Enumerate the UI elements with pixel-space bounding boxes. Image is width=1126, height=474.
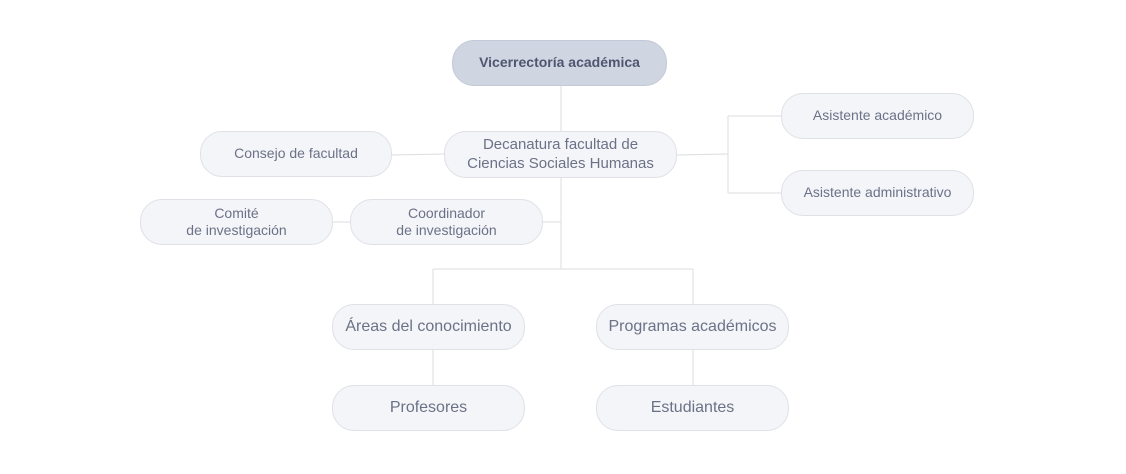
node-vicerrectoria-label: Vicerrectoría académica [479, 54, 640, 71]
node-asistente-academico-label: Asistente académico [812, 107, 943, 124]
node-estudiantes: Estudiantes [596, 385, 789, 431]
node-vicerrectoria-academica: Vicerrectoría académica [452, 40, 667, 86]
node-asistente-administrativo: Asistente administrativo [781, 170, 974, 216]
node-estudiantes-label: Estudiantes [650, 399, 735, 416]
node-comite-label-line2: de investigación [186, 222, 287, 238]
node-asistente-academico: Asistente académico [781, 93, 974, 139]
node-consejo-de-facultad: Consejo de facultad [200, 131, 392, 177]
node-coordinador-label-line1: Coordinador [407, 204, 486, 221]
node-profesores-label: Profesores [389, 399, 468, 416]
connector-decanatura-assistants [675, 153, 729, 156]
node-profesores: Profesores [332, 385, 525, 431]
node-programas-label: Programas académicos [608, 318, 777, 335]
node-comite-de-investigacion: Comité de investigación [140, 199, 333, 245]
node-decanatura-label-line2: Ciencias Sociales Humanas [467, 154, 654, 172]
node-decanatura-label-line1: Decanatura facultad de [482, 135, 639, 153]
node-decanatura: Decanatura facultad de Ciencias Sociales… [444, 131, 677, 178]
connector-consejo-decanatura [390, 153, 446, 156]
node-asistente-administrativo-label: Asistente administrativo [803, 184, 952, 201]
node-comite-label-line1: Comité [214, 204, 259, 221]
node-areas-label: Áreas del conocimiento [345, 318, 512, 335]
node-programas-academicos: Programas académicos [596, 304, 789, 350]
node-coordinador-label-line2: de investigación [396, 222, 497, 238]
node-areas-del-conocimiento: Áreas del conocimiento [332, 304, 525, 350]
node-consejo-label: Consejo de facultad [234, 145, 358, 162]
node-coordinador-de-investigacion: Coordinador de investigación [350, 199, 543, 245]
